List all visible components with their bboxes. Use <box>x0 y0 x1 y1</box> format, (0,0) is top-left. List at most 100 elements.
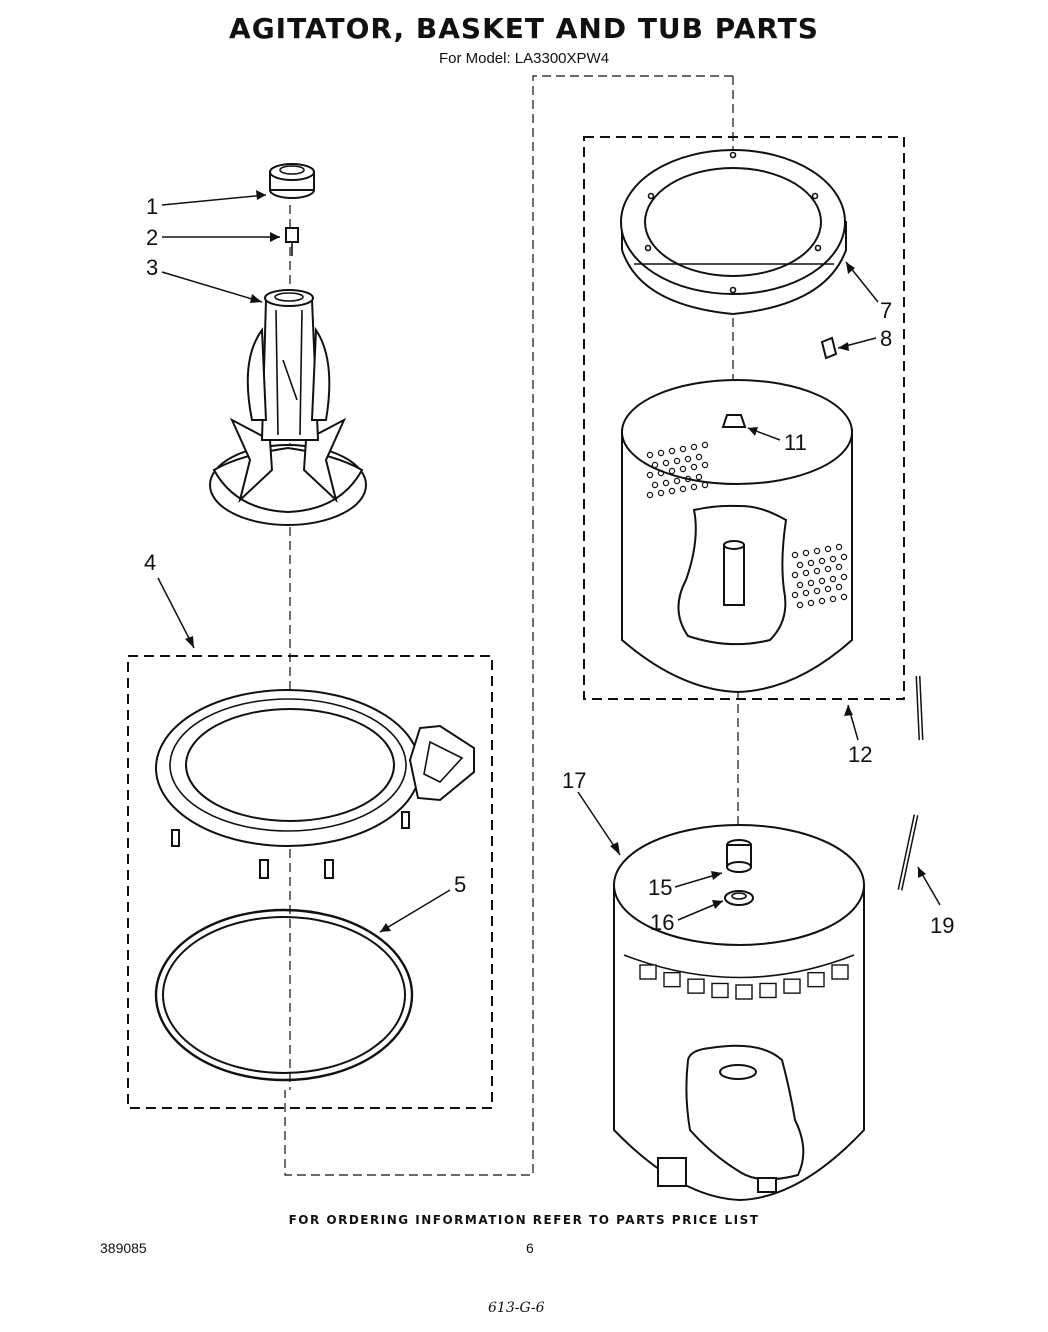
perforation-hole <box>673 477 681 485</box>
tub-vent-slot <box>807 971 825 988</box>
perforation-hole <box>840 553 848 561</box>
perforation-hole <box>829 575 837 583</box>
perforation-hole <box>824 545 832 553</box>
tub-vent-slot <box>783 978 801 994</box>
callout-7: 7 <box>880 298 892 323</box>
perforation-hole <box>701 461 709 469</box>
perforation-hole <box>651 481 659 489</box>
perforation-hole <box>802 589 810 597</box>
perforation-hole <box>690 463 698 471</box>
perforation-hole <box>829 595 837 603</box>
perforation-hole <box>813 587 821 595</box>
callout-16: 16 <box>650 910 674 935</box>
tub-vent-slot <box>639 964 657 980</box>
perforation-hole <box>813 567 821 575</box>
callout-5: 5 <box>454 872 466 897</box>
callout-8: 8 <box>880 326 892 351</box>
callout-2: 2 <box>146 225 158 250</box>
perforation-hole <box>690 483 698 491</box>
perforation-hole <box>818 577 826 585</box>
basket-perforations <box>646 441 848 609</box>
perforation-hole <box>796 561 804 569</box>
perforation-hole <box>673 457 681 465</box>
perforation-hole <box>802 569 810 577</box>
callout-1: 1 <box>146 194 158 219</box>
tub-vent-slot <box>687 978 705 994</box>
perforation-hole <box>835 583 843 591</box>
perforation-hole <box>835 563 843 571</box>
perforation-hole <box>679 465 687 473</box>
ordering-note: FOR ORDERING INFORMATION REFER TO PARTS … <box>288 1213 760 1227</box>
perforation-hole <box>829 555 837 563</box>
perforation-hole <box>657 469 665 477</box>
perforation-hole <box>802 549 810 557</box>
perforation-hole <box>646 451 654 459</box>
perforation-hole <box>824 565 832 573</box>
perforation-hole <box>807 579 815 587</box>
tub-vent-slot <box>663 971 681 988</box>
tub-ring-group-box <box>127 655 493 1109</box>
tub-ring-part <box>155 689 475 879</box>
perforation-hole <box>835 543 843 551</box>
perforation-hole <box>807 559 815 567</box>
tub-ring-seal-part <box>154 908 414 1082</box>
perforation-hole <box>840 573 848 581</box>
callout-15: 15 <box>648 875 672 900</box>
basket-part <box>621 379 853 694</box>
perforation-hole <box>840 593 848 601</box>
model-label: For Model: LA3300XPW4 <box>438 50 610 67</box>
drive-block-part <box>726 839 752 873</box>
perforation-hole <box>668 447 676 455</box>
perforation-hole <box>807 599 815 607</box>
perforation-hole <box>701 441 709 449</box>
balance-ring-clip-part <box>820 336 838 360</box>
outer-tub-vents <box>639 964 849 1000</box>
basket-group-box <box>583 136 905 700</box>
agitator-part <box>209 289 367 526</box>
perforation-hole <box>824 585 832 593</box>
tub-vent-slot <box>759 982 777 999</box>
tub-seal-part <box>724 890 754 906</box>
tub-vent-slot <box>831 964 849 980</box>
perforation-hole <box>695 453 703 461</box>
tub-vent-slot <box>711 982 729 999</box>
callout-11: 11 <box>784 430 807 455</box>
perforation-hole <box>791 551 799 559</box>
perforation-hole <box>796 601 804 609</box>
callout-17: 17 <box>562 768 586 793</box>
perforation-hole <box>684 475 692 483</box>
perforation-hole <box>662 459 670 467</box>
perforation-hole <box>646 491 654 499</box>
callout-4: 4 <box>144 550 156 575</box>
perforation-hole <box>791 591 799 599</box>
perforation-hole <box>662 479 670 487</box>
callout-19: 19 <box>930 913 954 938</box>
callout-labels: 1 2 3 4 5 7 8 11 12 15 16 17 19 <box>144 194 954 938</box>
hose-part <box>897 675 924 891</box>
perforation-hole <box>646 471 654 479</box>
perforation-hole <box>690 443 698 451</box>
perforation-hole <box>668 467 676 475</box>
perforation-hole <box>796 581 804 589</box>
perforation-hole <box>791 571 799 579</box>
agitator-cap-part <box>269 163 315 199</box>
perforation-hole <box>651 461 659 469</box>
callout-12: 12 <box>848 742 872 767</box>
perforation-hole <box>701 481 709 489</box>
tub-vent-slot <box>735 984 753 1000</box>
balance-ring-part <box>620 149 847 316</box>
perforation-hole <box>668 487 676 495</box>
callout-3: 3 <box>146 255 158 280</box>
agitator-bolt-part <box>285 227 299 256</box>
handwritten-code: 613-G-6 <box>488 1300 545 1316</box>
perforation-hole <box>684 455 692 463</box>
perforation-hole <box>679 485 687 493</box>
perforation-hole <box>813 547 821 555</box>
perforation-hole <box>818 597 826 605</box>
document-number: 389085 <box>100 1240 147 1256</box>
perforation-hole <box>657 449 665 457</box>
perforation-hole <box>818 557 826 565</box>
page-number: 6 <box>526 1240 534 1256</box>
page-title: AGITATOR, BASKET AND TUB PARTS <box>229 12 819 45</box>
